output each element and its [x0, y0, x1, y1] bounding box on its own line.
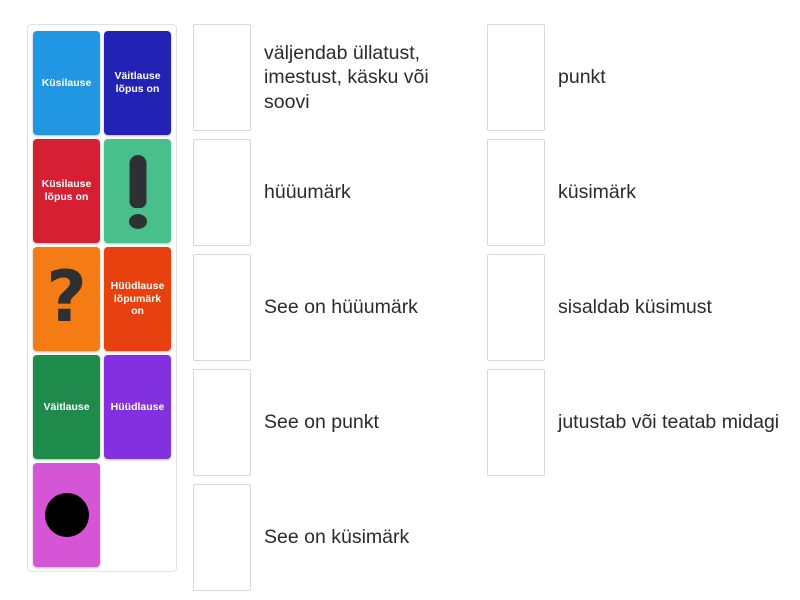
- answer-text-row-see-on-kusimark: See on küsimärk: [264, 526, 410, 549]
- drop-target-row-huuumark[interactable]: [193, 139, 251, 246]
- tile-label: Küsilause lõpus on: [41, 178, 92, 203]
- tile-vaitlause-lopus-on[interactable]: Väitlause lõpus on: [104, 31, 171, 135]
- tile-label: Väitlause: [43, 400, 90, 413]
- answer-row: hüüumärk: [193, 139, 478, 246]
- answer-row: väljendab üllatust, imestust, käsku või …: [193, 24, 478, 131]
- drop-target-row-punkt[interactable]: [487, 24, 545, 131]
- answer-row: jutustab või teatab midagi: [487, 369, 787, 476]
- tile-label: Küsilause: [41, 76, 92, 89]
- tile-huuumark-glyph[interactable]: [104, 139, 171, 243]
- answer-text-row-punkt: punkt: [558, 66, 606, 89]
- tile-kysilause-lopus-on[interactable]: Küsilause lõpus on: [33, 139, 100, 243]
- drop-target-row-see-on-kusimark[interactable]: [193, 484, 251, 591]
- draggable-tile-bank: Küsilause Väitlause lõpus on Küsilause lõp…: [27, 24, 177, 572]
- period-dot-icon: [44, 493, 89, 537]
- answer-column-middle: väljendab üllatust, imestust, käsku või …: [193, 24, 478, 599]
- drop-target-row-see-on-huuumark[interactable]: [193, 254, 251, 361]
- tile-huudlause-lopumark-on[interactable]: Hüüdlause lõpumärk on: [104, 247, 171, 351]
- answer-text-row-huuumark: hüüumärk: [264, 181, 351, 204]
- drop-target-row-jutustab-voi-teatab[interactable]: [487, 369, 545, 476]
- question-mark-icon: ?: [46, 256, 87, 338]
- answer-text-row-valjendab: väljendab üllatust, imestust, käsku või …: [264, 41, 429, 113]
- answer-text-row-kusimark: küsimärk: [558, 181, 637, 204]
- answer-row: sisaldab küsimust: [487, 254, 787, 361]
- tile-label: Hüüdlause lõpumärk on: [110, 279, 165, 318]
- drop-target-row-see-on-punkt[interactable]: [193, 369, 251, 476]
- answer-text-row-sisaldab-kusimust: sisaldab küsimust: [558, 296, 712, 319]
- tile-grid: Küsilause Väitlause lõpus on Küsilause lõp…: [33, 31, 171, 567]
- answer-row: See on küsimärk: [193, 484, 478, 591]
- exclamation-mark-icon: [108, 142, 167, 240]
- exclamation-bar: [129, 155, 146, 208]
- tile-kysilause[interactable]: Küsilause: [33, 31, 100, 135]
- tile-punkt-glyph[interactable]: [33, 463, 100, 567]
- answer-column-right: punkt küsimärk sisaldab küsimust jutustab v…: [487, 24, 787, 484]
- tile-label: Hüüdlause: [110, 400, 165, 413]
- answer-row: punkt: [487, 24, 787, 131]
- answer-text-row-see-on-punkt: See on punkt: [264, 411, 379, 434]
- answer-row: See on punkt: [193, 369, 478, 476]
- answer-row: See on hüüumärk: [193, 254, 478, 361]
- tile-huudlause[interactable]: Hüüdlause: [104, 355, 171, 459]
- drop-target-row-sisaldab-kusimust[interactable]: [487, 254, 545, 361]
- tile-vaitlause[interactable]: Väitlause: [33, 355, 100, 459]
- tile-label: Väitlause lõpus on: [114, 70, 161, 95]
- drop-target-row-kusimark[interactable]: [487, 139, 545, 246]
- answer-text-row-see-on-huuumark: See on hüüumärk: [264, 296, 418, 319]
- answer-row: küsimärk: [487, 139, 787, 246]
- drop-target-row-valjendab[interactable]: [193, 24, 251, 131]
- exclamation-dot: [128, 214, 147, 229]
- tile-kysimark-glyph[interactable]: ?: [33, 247, 100, 351]
- answer-text-row-jutustab-voi-teatab: jutustab või teatab midagi: [558, 411, 780, 434]
